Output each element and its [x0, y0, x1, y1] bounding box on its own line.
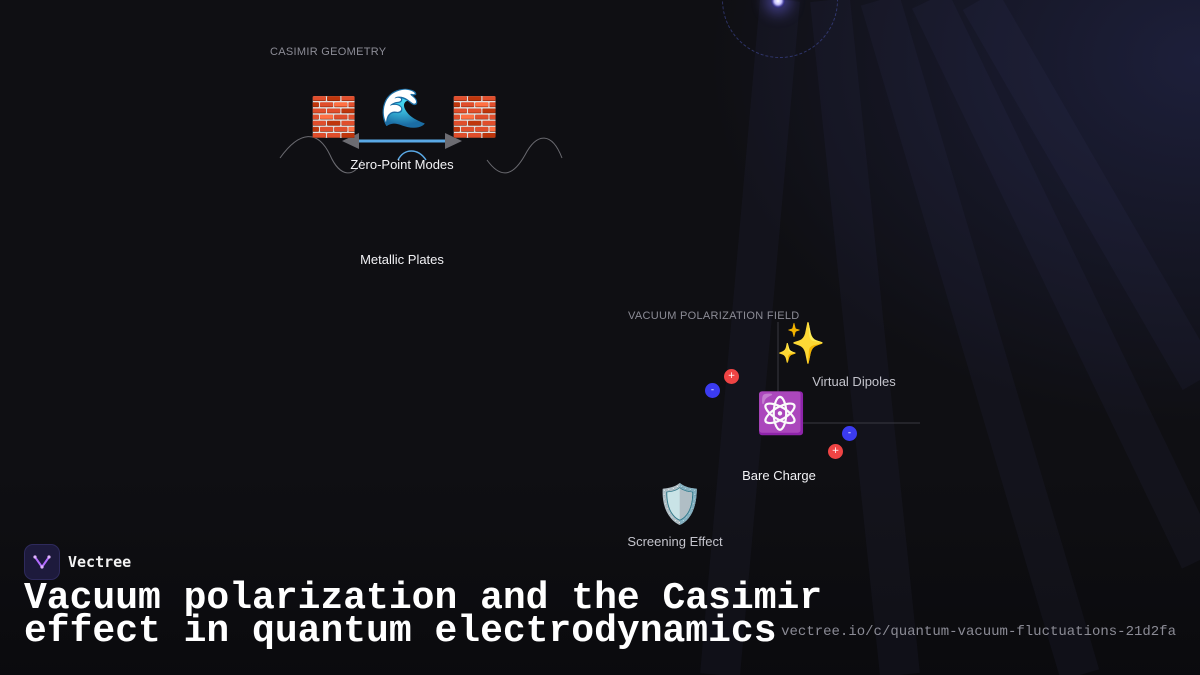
vacuum-section-label: VACUUM POLARIZATION FIELD	[628, 310, 800, 322]
zero-point-modes-label: Zero-Point Modes	[350, 157, 454, 172]
vectree-logo-icon	[24, 544, 60, 580]
page-url[interactable]: vectree.io/c/quantum-vacuum-fluctuations…	[781, 624, 1176, 640]
glowing-orb	[771, 0, 785, 8]
negative-charge: -	[842, 426, 857, 441]
atom-icon: ⚛️	[756, 391, 806, 437]
screening-effect-label: Screening Effect	[627, 534, 723, 549]
positive-charge: +	[724, 369, 739, 384]
casimir-section-label: CASIMIR GEOMETRY	[270, 46, 387, 58]
negative-charge: -	[705, 383, 720, 398]
brand: Vectree	[24, 544, 131, 580]
virtual-dipoles-label: Virtual Dipoles	[812, 374, 896, 389]
metallic-plates-label: Metallic Plates	[360, 252, 444, 267]
brand-name: Vectree	[68, 553, 132, 571]
sparkles-icon: ✨	[776, 321, 826, 367]
positive-charge: +	[828, 444, 843, 459]
shield-icon: 🛡️	[656, 482, 704, 526]
brick-wall-icon: 🧱	[310, 95, 358, 139]
brick-wall-icon: 🧱	[451, 95, 499, 139]
page-title: Vacuum polarization and the Casimir effe…	[24, 577, 823, 653]
bare-charge-label: Bare Charge	[742, 468, 816, 483]
ocean-wave-icon: 🌊	[380, 86, 428, 130]
